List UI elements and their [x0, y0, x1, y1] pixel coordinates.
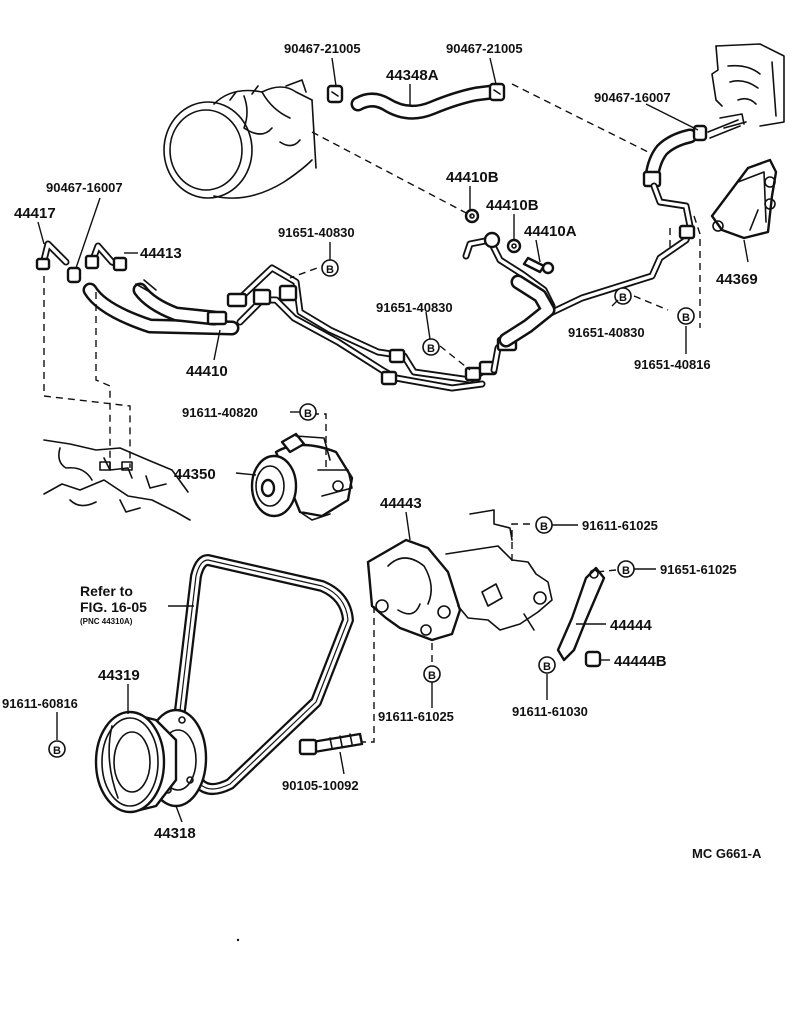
label-44319: 44319 [98, 667, 140, 684]
bolt-symbol-91611-61025-top: B [535, 516, 553, 534]
center-hose [462, 231, 556, 348]
bolt-symbol-91651-40830-center: B [422, 338, 440, 356]
label-44369: 44369 [716, 271, 758, 288]
label-90467-21005-left: 90467-21005 [284, 41, 361, 56]
bolt-symbol-91611-61025-lower: B [423, 665, 441, 683]
engine-block-silhouette [43, 439, 191, 521]
leader-lines [37, 57, 749, 823]
label-91611-40820: 91611-40820 [182, 405, 258, 420]
label-refer-pnc: (PNC 44310A) [80, 617, 133, 626]
hose-elbow-44417 [35, 240, 70, 271]
label-91611-61025-top: 91611-61025 [582, 518, 658, 533]
pressure-tubes [226, 264, 498, 392]
bracket-44369 [710, 158, 778, 240]
label-90105-10092: 90105-10092 [282, 778, 359, 793]
label-44410: 44410 [186, 363, 228, 380]
stray-dot [236, 938, 240, 942]
bolt-symbol-91611-60816: B [48, 740, 66, 758]
svg-text:B: B [304, 408, 312, 420]
label-refer-fig: FIG. 16-05 [80, 599, 147, 615]
svg-text:B: B [53, 745, 61, 757]
stay-44444 [556, 566, 606, 662]
reservoir-hose [642, 128, 698, 188]
label-44318: 44318 [154, 825, 196, 842]
label-44410b-lower: 44410B [486, 197, 539, 214]
svg-text:B: B [540, 521, 548, 533]
label-91651-40830-left: 91651-40830 [278, 225, 355, 240]
label-91651-40830-right: 91651-40830 [568, 325, 645, 340]
label-90467-21005-right: 90467-21005 [446, 41, 523, 56]
label-91651-61025: 91651-61025 [660, 562, 737, 577]
vane-pump-44350 [250, 432, 354, 521]
v-belt [170, 554, 354, 795]
label-90467-16007-right: 90467-16007 [594, 90, 671, 105]
clamp-90467-16007-left [66, 266, 82, 284]
label-44413: 44413 [140, 245, 182, 262]
pulley-44319 [94, 710, 178, 814]
label-44444: 44444 [610, 617, 652, 634]
label-44410a: 44410A [524, 223, 577, 240]
bolt-symbol-91651-40816: B [677, 307, 695, 325]
grommet-44410b-lower [506, 238, 522, 254]
nut-44444b [584, 650, 602, 668]
fitting-44413 [84, 242, 128, 272]
bolt-symbol-91651-40830-right: B [614, 287, 632, 305]
bolt-symbol-91651-61025: B [617, 560, 635, 578]
svg-text:B: B [619, 292, 627, 304]
label-44350: 44350 [174, 466, 216, 483]
svg-text:B: B [427, 343, 435, 355]
label-91611-61030: 91611-61030 [512, 704, 588, 719]
label-91651-40816: 91651-40816 [634, 357, 711, 372]
bolt-symbol-91611-61030: B [538, 656, 556, 674]
part-labels: 90467-21005 90467-21005 44348A 90467-160… [2, 41, 762, 861]
label-90467-16007-left: 90467-16007 [46, 180, 123, 195]
clamp-90467-16007-right [692, 119, 741, 142]
svg-text:B: B [428, 670, 436, 682]
steering-gear-housing [163, 79, 317, 199]
pump-bracket-44443 [366, 538, 462, 642]
label-44410b-upper: 44410B [446, 169, 499, 186]
label-44443: 44443 [380, 495, 422, 512]
reservoir-housing [711, 43, 785, 129]
dashed-reference-lines [43, 83, 701, 743]
svg-text:B: B [543, 661, 551, 673]
figure-code: MC G661-A [692, 846, 762, 861]
hose-44410 [82, 279, 240, 336]
clamp-90467-21005-left [326, 84, 344, 104]
label-91611-61025-lower: 91611-61025 [378, 709, 454, 724]
grommet-44410a [522, 256, 555, 275]
label-91651-40830-center: 91651-40830 [376, 300, 453, 315]
label-44348a: 44348A [386, 67, 439, 84]
clamp-90467-21005-right [488, 82, 506, 102]
stud-bolt-90105-10092 [298, 732, 364, 756]
svg-text:B: B [326, 264, 334, 276]
label-44444b: 44444B [614, 653, 667, 670]
svg-text:B: B [622, 565, 630, 577]
label-91611-60816: 91611-60816 [2, 696, 78, 711]
bolt-symbol-91651-40830-left: B [321, 259, 339, 277]
svg-text:B: B [682, 312, 690, 324]
label-44417: 44417 [14, 205, 56, 222]
bolt-symbol-91611-40820: B [299, 403, 317, 421]
label-refer-to: Refer to [80, 583, 133, 599]
hose-44348a [350, 84, 500, 120]
